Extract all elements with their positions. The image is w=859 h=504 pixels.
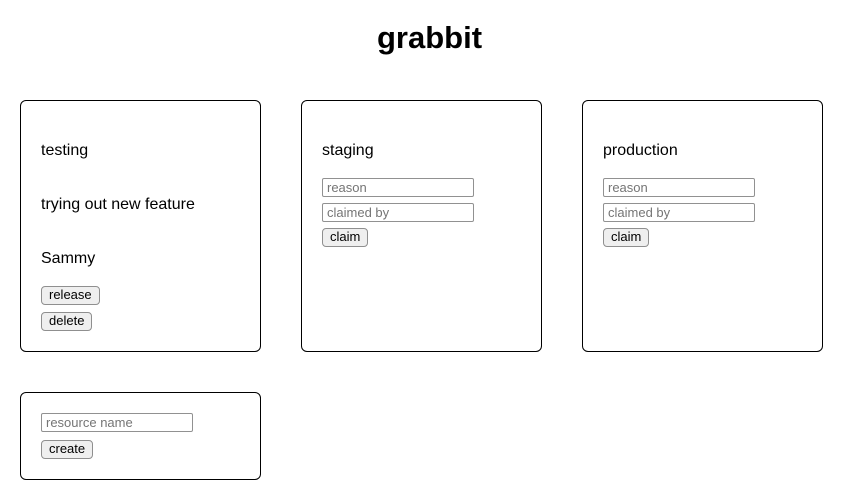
claim-button-production[interactable]: claim xyxy=(603,227,650,247)
reason-input-production[interactable] xyxy=(603,177,755,197)
claimed-by-input-staging[interactable] xyxy=(322,202,474,222)
page-title: grabbit xyxy=(376,20,483,55)
reason-input-staging[interactable] xyxy=(322,177,474,197)
resource-name: testing xyxy=(41,141,89,159)
create-resource-card: create xyxy=(20,391,261,480)
release-button[interactable]: release xyxy=(41,285,100,305)
resource-name: staging xyxy=(322,141,374,159)
claim-button-staging[interactable]: claim xyxy=(322,227,369,247)
cards-container: testing trying out new feature Sammy rel… xyxy=(0,99,859,480)
claimed-by-text: Sammy xyxy=(41,249,96,267)
claim-reason-text: trying out new feature xyxy=(41,195,195,213)
resource-name: production xyxy=(603,141,678,159)
resource-name-input[interactable] xyxy=(41,412,193,432)
delete-button[interactable]: delete xyxy=(41,311,93,331)
create-button[interactable]: create xyxy=(41,439,94,459)
resource-card-testing: testing trying out new feature Sammy rel… xyxy=(20,99,261,352)
claimed-by-input-production[interactable] xyxy=(603,202,755,222)
resource-card-staging: staging claim xyxy=(301,99,542,352)
resource-card-production: production claim xyxy=(582,99,823,352)
